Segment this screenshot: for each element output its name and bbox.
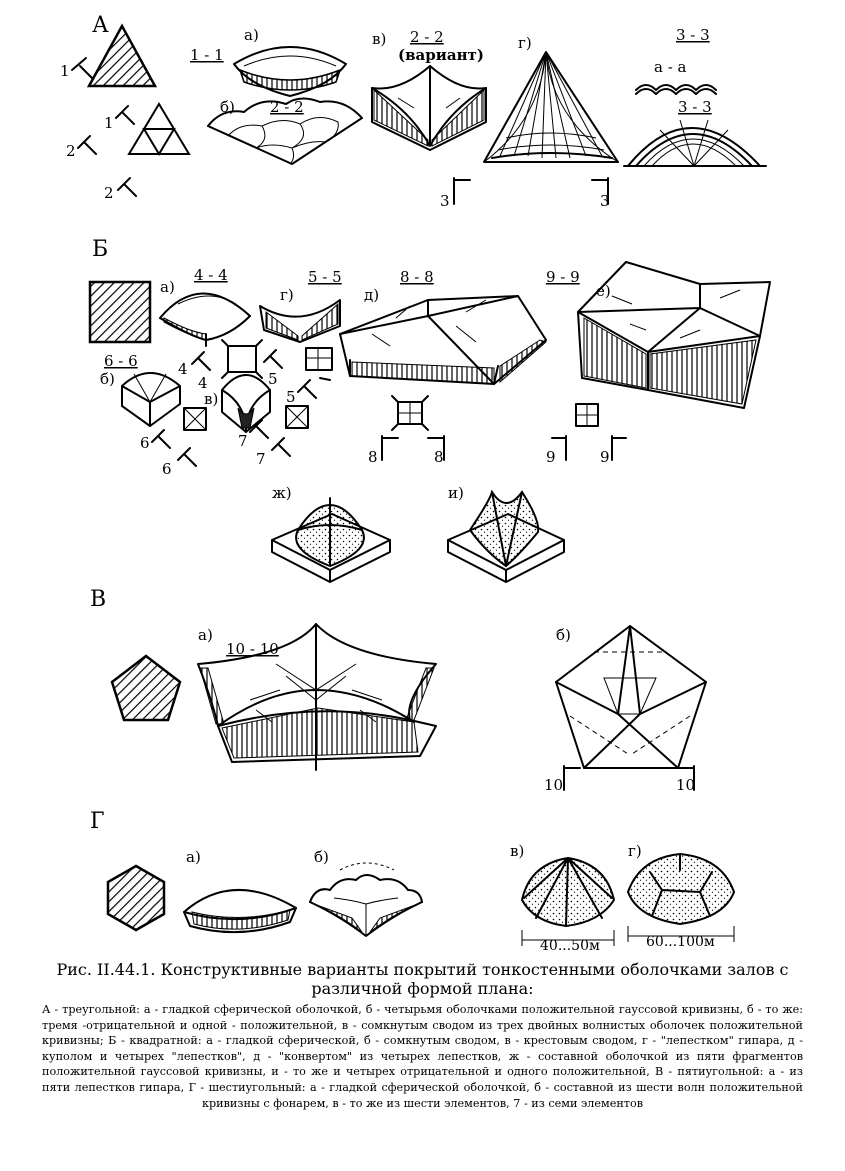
cut-label-4-4: 4 - 4	[194, 266, 228, 284]
svg-text:е): е)	[596, 282, 611, 300]
svg-text:г): г)	[280, 286, 294, 304]
section-b-letter: Б	[92, 237, 108, 262]
sketch-g-g-seven-elements: 60...100м	[626, 852, 736, 950]
svg-text:а): а)	[244, 26, 259, 44]
svg-text:г): г)	[518, 34, 532, 52]
cut-label-5-5: 5 - 5	[308, 268, 342, 286]
sketch-b-g-hypar	[259, 299, 341, 343]
plan-symbol-6: 6 6	[140, 407, 207, 478]
svg-text:5: 5	[286, 388, 296, 406]
svg-text:7: 7	[238, 432, 248, 450]
sketch-v-shell-variant	[371, 65, 487, 151]
cut-label-3-3-top: 3 - 3	[676, 26, 710, 44]
cut-label-1-1: 1 - 1	[190, 46, 224, 64]
svg-text:5: 5	[268, 370, 278, 388]
sketch-g-a-dome	[183, 889, 297, 934]
svg-text:10: 10	[676, 776, 695, 794]
sketch-b-e-four-petals	[577, 261, 771, 409]
plan-symbol-7: 7 7	[238, 419, 291, 468]
svg-text:4: 4	[198, 374, 208, 392]
pentagon-plan-hatched	[110, 654, 182, 722]
section-marks-3: 3 3	[440, 177, 610, 210]
sketch-b-a-dome	[159, 292, 251, 347]
cut-label-3-3: 3 - 3	[678, 98, 712, 116]
svg-text:а): а)	[186, 848, 201, 866]
dimension-40-50m: 40...50м	[540, 938, 600, 954]
cut-label-2-2-variant: 2 - 2	[410, 28, 444, 46]
svg-text:б): б)	[556, 626, 571, 644]
variant-label: (вариант)	[398, 46, 484, 64]
svg-text:б): б)	[314, 848, 329, 866]
sketch-g-b-waves	[309, 862, 423, 937]
section-a-letter: А	[92, 13, 109, 38]
svg-text:3: 3	[600, 192, 610, 210]
svg-text:8: 8	[434, 448, 444, 466]
svg-text:и): и)	[448, 484, 464, 502]
sketch-b-zh-composite	[271, 497, 391, 583]
svg-text:1: 1	[60, 62, 70, 80]
section-mark-1-left: 1	[60, 57, 93, 80]
svg-text:1: 1	[104, 114, 114, 132]
cut-label-6-6: 6 - 6	[104, 352, 138, 370]
triangle-plan-subdivided	[127, 102, 191, 156]
svg-text:а): а)	[160, 278, 175, 296]
section-marks-10: 10 10	[544, 765, 695, 794]
svg-text:а): а)	[198, 626, 213, 644]
section-g: Г а) б) в) 40...50м г)	[90, 809, 736, 954]
sketch-v-b-pentagon-plan	[555, 625, 707, 769]
section-a: А 1 1 2 2 а) 1 - 1 б)	[60, 13, 767, 210]
plan-symbol-8: 8 8	[368, 395, 445, 466]
cut-label-a-a: а - а	[654, 58, 687, 76]
svg-text:2: 2	[104, 184, 114, 202]
section-g-letter: Г	[90, 809, 105, 834]
svg-text:6: 6	[162, 460, 172, 478]
arch-section-3-3	[623, 119, 767, 167]
svg-text:в): в)	[510, 842, 524, 860]
plan-symbol-9: 9 9	[546, 403, 627, 466]
svg-text:4: 4	[178, 360, 188, 378]
svg-text:9: 9	[600, 448, 610, 466]
sketch-b-b-closed-vault	[121, 372, 181, 427]
sketch-b-i-composite	[447, 489, 565, 583]
sketch-b-d-envelope	[339, 295, 547, 385]
caption-title: Рис. II.44.1. Конструктивные варианты по…	[56, 960, 789, 998]
sketch-a-dome	[233, 46, 347, 97]
section-v-letter: В	[90, 587, 106, 612]
figure-caption: Рис. II.44.1. Конструктивные варианты по…	[0, 960, 845, 1111]
svg-text:8: 8	[368, 448, 378, 466]
plan-symbols-4-5: 4	[178, 339, 333, 381]
triangle-plan-hatched	[86, 23, 158, 88]
section-b: Б 6 - 6 а) 4 - 4 г) 5 - 5 4	[88, 237, 771, 583]
caption-body: А - треугольной: а - гладкой сферической…	[42, 1003, 803, 1110]
sketch-b-v-cross-vault	[221, 374, 271, 433]
sketch-g-v-six-elements: 40...50м	[520, 856, 616, 954]
section-v: В а) 10 - 10 б) 10 10	[90, 587, 707, 794]
svg-text:3: 3	[440, 192, 450, 210]
plan-symbol-5: 5	[285, 379, 317, 429]
svg-text:7: 7	[256, 450, 266, 468]
svg-text:в): в)	[204, 390, 218, 408]
sketch-g-radial-triangle	[483, 51, 619, 163]
svg-text:6: 6	[140, 434, 150, 452]
sketch-v-a-five-petals	[197, 623, 437, 771]
svg-text:2: 2	[66, 142, 76, 160]
svg-text:9: 9	[546, 448, 556, 466]
svg-text:д): д)	[364, 286, 379, 304]
svg-text:г): г)	[628, 842, 642, 860]
hexagon-plan-hatched	[106, 864, 166, 932]
section-marks-1-2: 1 2 2	[66, 105, 137, 202]
wave-profile-a-a	[635, 84, 717, 95]
svg-text:10: 10	[544, 776, 563, 794]
svg-text:б): б)	[100, 370, 115, 388]
svg-text:в): в)	[372, 30, 386, 48]
sketch-b-four-shells	[207, 97, 363, 165]
cut-label-9-9: 9 - 9	[546, 268, 580, 286]
square-plan-hatched	[88, 280, 152, 344]
dimension-60-100m: 60...100м	[646, 934, 715, 950]
cut-label-8-8: 8 - 8	[400, 268, 434, 286]
svg-text:ж): ж)	[272, 484, 292, 502]
figure-drawing: А 1 1 2 2 а) 1 - 1 б)	[60, 13, 771, 954]
